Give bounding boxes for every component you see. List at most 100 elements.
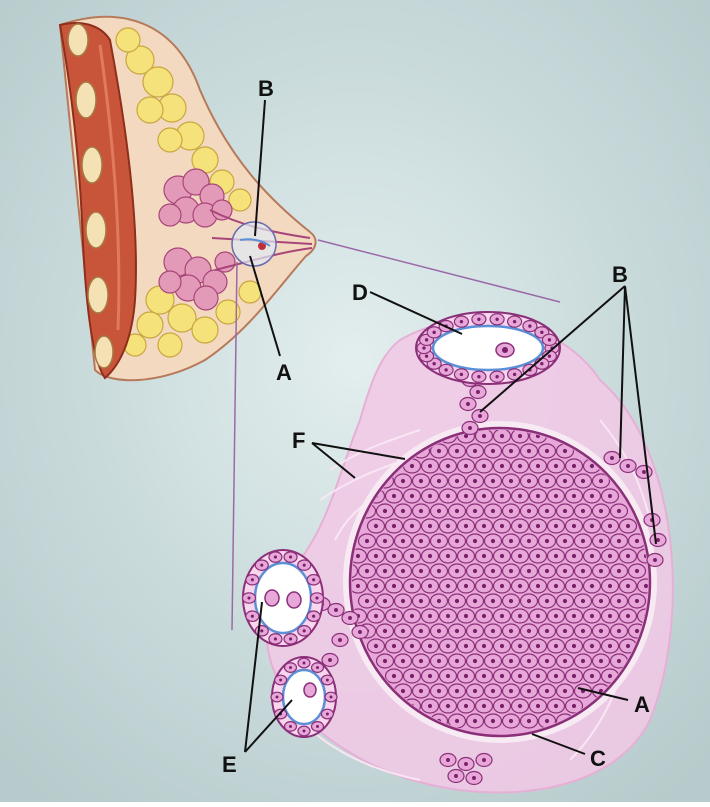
cell-nucleus — [446, 614, 450, 618]
cell-nucleus — [365, 539, 369, 543]
cell-nucleus — [554, 464, 558, 468]
cell-nucleus — [563, 569, 567, 573]
cell-nucleus — [303, 730, 306, 733]
cell-nucleus — [464, 674, 468, 678]
cell-nucleus — [545, 659, 549, 663]
cell-nucleus — [251, 615, 254, 618]
label-d: D — [352, 280, 368, 305]
cell-nucleus — [251, 578, 254, 581]
cell-nucleus — [473, 659, 477, 663]
cell-nucleus — [478, 414, 482, 418]
cell-nucleus — [428, 524, 432, 528]
cell-nucleus — [554, 614, 558, 618]
cell-nucleus — [527, 599, 531, 603]
cell-nucleus — [289, 666, 292, 669]
cell-nucleus — [644, 584, 648, 588]
cell-nucleus — [500, 644, 504, 648]
cell-nucleus — [444, 368, 447, 371]
cell-nucleus — [500, 494, 504, 498]
cell-nucleus — [446, 644, 450, 648]
cell-nucleus — [482, 464, 486, 468]
cell-nucleus — [608, 614, 612, 618]
cell-nucleus — [455, 599, 459, 603]
cell-nucleus — [572, 614, 576, 618]
cell-nucleus — [572, 494, 576, 498]
cell-nucleus — [572, 584, 576, 588]
cell-nucleus — [473, 689, 477, 693]
cell-nucleus — [401, 509, 405, 513]
cell-nucleus — [437, 569, 441, 573]
cell-nucleus — [482, 674, 486, 678]
cell-nucleus — [491, 479, 495, 483]
cell-nucleus — [464, 464, 468, 468]
cell-nucleus — [356, 584, 360, 588]
cell-nucleus — [545, 719, 549, 723]
cell-nucleus — [482, 758, 486, 762]
cell-nucleus — [422, 346, 425, 349]
cell-nucleus — [581, 539, 585, 543]
cell-nucleus — [527, 569, 531, 573]
cell-nucleus — [608, 644, 612, 648]
cell-nucleus — [500, 434, 504, 438]
cell-nucleus — [572, 554, 576, 558]
cell-nucleus — [527, 719, 531, 723]
cell-nucleus — [383, 599, 387, 603]
cell-nucleus — [626, 524, 630, 528]
cell-nucleus — [464, 494, 468, 498]
cell-nucleus — [545, 569, 549, 573]
cell-nucleus — [477, 318, 480, 321]
cell-nucleus — [500, 524, 504, 528]
cell-nucleus — [518, 704, 522, 708]
label-c: C — [590, 746, 606, 771]
cell-nucleus — [276, 696, 279, 699]
cell-nucleus — [518, 434, 522, 438]
cell-nucleus — [563, 659, 567, 663]
cell-nucleus — [473, 629, 477, 633]
cell-nucleus — [473, 449, 477, 453]
cell-nucleus — [572, 464, 576, 468]
cell-nucleus — [536, 584, 540, 588]
cell-nucleus — [554, 644, 558, 648]
cell-nucleus — [392, 524, 396, 528]
cell-nucleus — [316, 666, 319, 669]
cell-nucleus — [401, 659, 405, 663]
cell-nucleus — [482, 494, 486, 498]
cell-nucleus — [383, 659, 387, 663]
cell-nucleus — [464, 644, 468, 648]
cell-nucleus — [509, 569, 513, 573]
cell-nucleus — [548, 354, 551, 357]
cell-nucleus — [482, 644, 486, 648]
cell-nucleus — [312, 615, 315, 618]
cell-nucleus — [545, 689, 549, 693]
label-f: F — [292, 428, 305, 453]
cell-nucleus — [518, 584, 522, 588]
cell-nucleus — [428, 614, 432, 618]
cell-nucleus — [509, 629, 513, 633]
cell-nucleus — [410, 464, 414, 468]
cell-nucleus — [454, 774, 458, 778]
cell-nucleus — [392, 554, 396, 558]
cell-nucleus — [473, 569, 477, 573]
zoom-circle — [232, 222, 276, 266]
cell-nucleus — [437, 629, 441, 633]
cell-nucleus — [554, 554, 558, 558]
cell-nucleus — [392, 584, 396, 588]
cell-nucleus — [491, 659, 495, 663]
cell-nucleus — [473, 599, 477, 603]
cell-nucleus — [518, 614, 522, 618]
cell-nucleus — [428, 554, 432, 558]
cell-nucleus — [464, 614, 468, 618]
cell-nucleus — [473, 479, 477, 483]
cell-nucleus — [617, 659, 621, 663]
cell-nucleus — [315, 596, 318, 599]
cell-nucleus — [410, 674, 414, 678]
cell-nucleus — [419, 599, 423, 603]
cell-nucleus — [374, 554, 378, 558]
cell-nucleus — [608, 494, 612, 498]
cell-nucleus — [446, 494, 450, 498]
cell-nucleus — [289, 555, 292, 558]
cell-nucleus — [303, 564, 306, 567]
cell-nucleus — [410, 524, 414, 528]
cell-nucleus — [563, 479, 567, 483]
